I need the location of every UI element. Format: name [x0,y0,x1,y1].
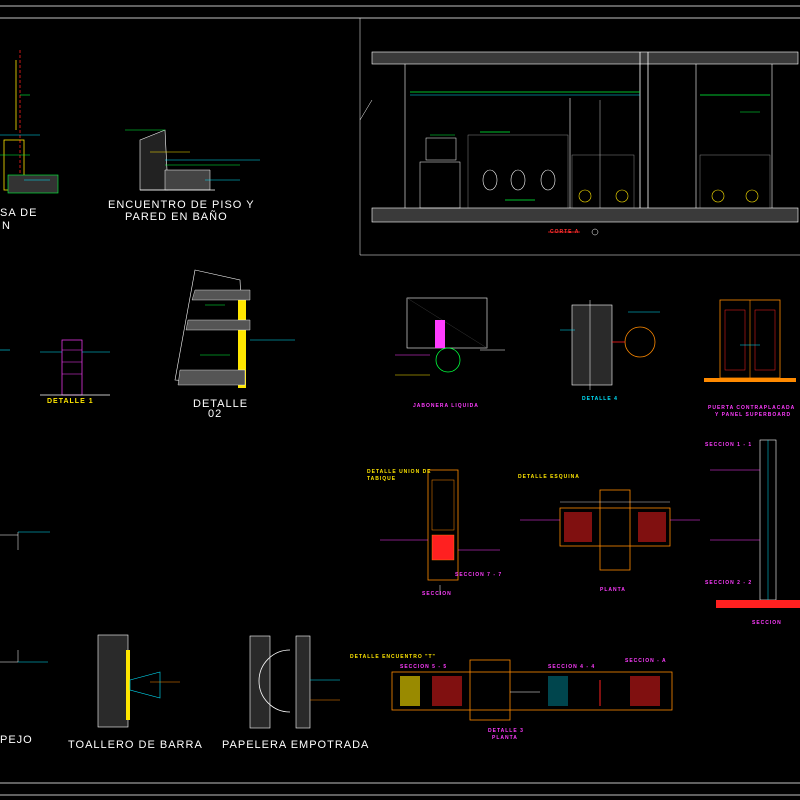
papelera-title: PAPELERA EMPOTRADA [222,739,370,751]
corte-a-title: CORTE A [550,229,580,235]
seccion-22-title: SECCION 2 - 2 [705,580,753,586]
corte-a-elevation [359,51,799,236]
seccion-b-title: SECCION [752,620,782,626]
toallero-detail [97,634,180,728]
espejo-detail [0,650,48,663]
detalle-3-title-2: PLANTA [492,735,518,741]
seccion-77-title: SECCION 7 - 7 [455,572,503,578]
union-tabique-title-2: TABIQUE [367,476,397,482]
planta-title: PLANTA [600,587,626,593]
esquina-title: DETALLE ESQUINA [518,474,580,480]
detalle-1-title: DETALLE 1 [47,398,94,405]
papelera-detail [249,635,340,729]
union-tabique-detail [380,469,500,595]
detalle-02 [174,269,295,388]
encuentro-t-title: DETALLE ENCUENTRO "T" [350,654,436,660]
losa-title-2: N [2,220,11,232]
detalle-4-title: DETALLE 4 [582,396,618,402]
puerta-title-2: Y PANEL SUPERBOARD [715,412,792,418]
esquina-planta-detail [520,489,700,571]
detalle-3-title: DETALLE 3 [488,728,524,734]
losa-detail [0,50,59,194]
seccion-title: SECCION [422,591,452,597]
puerta-detail [704,299,796,382]
puerta-title: PUERTA CONTRAPLACADA [708,405,796,411]
jabonera-title: JABONERA LIQUIDA [413,403,479,409]
encuentro-piso-title: ENCUENTRO DE PISO Y [108,199,255,211]
detalle-4 [560,300,660,390]
detalle-1 [0,339,110,396]
seccion-tall-panel [710,439,800,608]
espejo-title: PEJO [0,734,33,746]
encuentro-piso-title-2: PARED EN BAÑO [125,211,228,223]
partial-left-detail [0,531,50,550]
seccion-55-title: SECCION 5 - 5 [400,664,448,670]
toallero-title: TOALLERO DE BARRA [68,739,203,751]
jabonera-detail [395,297,505,376]
sheet-frame [0,5,800,796]
encuentro-piso-detail [125,129,260,191]
seccion-a-title: SECCION - A [625,658,667,664]
losa-title: SA DE [0,207,38,219]
seccion-44-title: SECCION 4 - 4 [548,664,596,670]
detalle-02-title: DETALLE [193,398,249,410]
union-tabique-title: DETALLE UNION DE [367,469,432,475]
detalle-02-num: 02 [208,408,223,420]
encuentro-t-detail [391,659,673,721]
seccion-11-title: SECCION 1 - 1 [705,442,753,448]
